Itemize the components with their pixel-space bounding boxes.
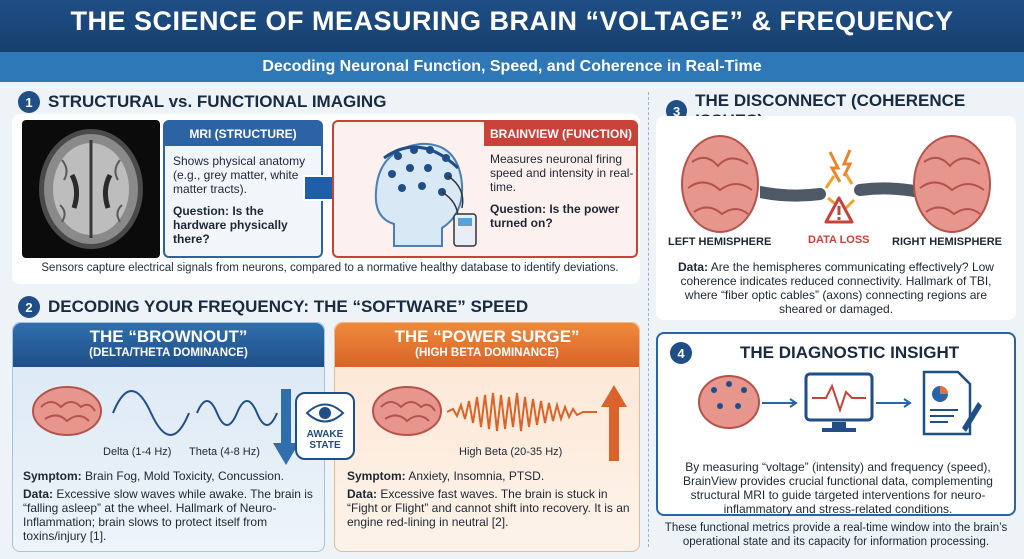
mri-card-question: Question: Is the hardware physically the… [173, 204, 288, 246]
high-beta-label: High Beta (20-35 Hz) [459, 446, 563, 458]
mri-card-desc: Shows physical anatomy (e.g., grey matte… [173, 154, 306, 196]
mri-card: MRI (STRUCTURE) Shows physical anatomy (… [163, 120, 323, 258]
page-subtitle: Decoding Neuronal Function, Speed, and C… [262, 58, 762, 75]
surge-symptom-label: Symptom: [347, 469, 406, 483]
right-hemisphere-label: RIGHT HEMISPHERE [892, 236, 1003, 248]
brainview-card-title: BRAINVIEW (FUNCTION) [484, 122, 638, 146]
surge-title: THE “POWER SURGE” [394, 327, 580, 346]
section4-heading: 4 THE DIAGNOSTIC INSIGHT [670, 342, 959, 364]
section2-title: DECODING YOUR FREQUENCY: THE “SOFTWARE” … [48, 297, 529, 316]
monitor-icon [804, 372, 874, 432]
arrow-icon [762, 398, 798, 408]
column-divider [648, 92, 649, 547]
section4-number: 4 [670, 342, 692, 364]
brownout-title: THE “BROWNOUT” [89, 327, 248, 346]
brain-icon [372, 386, 442, 436]
section1-number: 1 [18, 91, 40, 113]
data-loss-label: DATA LOSS [808, 234, 870, 246]
slow-wave-graphic [112, 390, 278, 436]
brownout-data-label: Data: [23, 487, 54, 501]
surge-data-label: Data: [347, 487, 378, 501]
surge-subtitle: (HIGH BETA DOMINANCE) [415, 347, 559, 359]
section1-heading: 1 STRUCTURAL vs. FUNCTIONAL IMAGING [18, 91, 386, 113]
eye-icon [305, 403, 345, 423]
brain-sensors-icon [698, 375, 760, 429]
up-arrow-icon [601, 385, 627, 461]
section3-data: Are the hemispheres communicating effect… [680, 260, 994, 316]
brownout-panel: THE “BROWNOUT” (DELTA/THETA DOMINANCE) D… [12, 322, 325, 552]
brownout-subtitle: (DELTA/THETA DOMINANCE) [89, 347, 248, 359]
section2-heading: 2 DECODING YOUR FREQUENCY: THE “SOFTWARE… [18, 296, 528, 318]
section1-footnote: Sensors capture electrical signals from … [41, 262, 619, 274]
brownout-data: Excessive slow waves while awake. The br… [23, 487, 313, 543]
closing-statement: These functional metrics provide a real-… [664, 522, 1008, 548]
section4-body: By measuring “voltage” (intensity) and f… [683, 460, 993, 516]
warning-icon [824, 196, 854, 224]
brainview-card: BRAINVIEW (FUNCTION) Measures neuronal f… [332, 120, 638, 258]
report-document-icon [922, 370, 982, 436]
arrow-icon [876, 398, 912, 408]
theta-label: Theta (4-8 Hz) [189, 446, 260, 458]
section3-panel: LEFT HEMISPHERE DATA LOSS RIGHT HEMISPHE… [656, 116, 1016, 320]
header-banner: THE SCIENCE OF MEASURING BRAIN “VOLTAGE”… [0, 0, 1024, 52]
mri-card-title: MRI (STRUCTURE) [165, 122, 321, 146]
mri-scan-image [22, 120, 160, 258]
left-hemisphere-icon [681, 135, 759, 233]
surge-symptom: Anxiety, Insomnia, PTSD. [408, 469, 545, 483]
mri-brain-icon [39, 129, 143, 249]
surge-data: Excessive fast waves. The brain is stuck… [347, 487, 630, 529]
brainview-card-question: Question: Is the power turned on? [490, 202, 620, 230]
right-hemisphere-icon [913, 135, 991, 233]
state-label: STATE [309, 440, 341, 451]
delta-label: Delta (1-4 Hz) [103, 446, 172, 458]
brownout-symptom: Brain Fog, Mold Toxicity, Concussion. [85, 469, 284, 483]
awake-state-badge: AWAKE STATE [295, 392, 355, 460]
left-hemisphere-label: LEFT HEMISPHERE [668, 236, 772, 248]
section3-data-label: Data: [678, 260, 709, 274]
section2-number: 2 [18, 296, 40, 318]
section1-title: STRUCTURAL vs. FUNCTIONAL IMAGING [48, 92, 387, 111]
awake-label: AWAKE [306, 429, 344, 440]
brainview-card-desc: Measures neuronal firing speed and inten… [490, 152, 634, 194]
fast-wave-graphic [447, 392, 597, 432]
section4-title: THE DIAGNOSTIC INSIGHT [740, 343, 960, 362]
down-arrow-icon [273, 389, 299, 465]
brownout-symptom-label: Symptom: [23, 469, 82, 483]
section4-panel: 4 THE DIAGNOSTIC INSIGHT By measuring “v… [656, 332, 1016, 516]
eeg-head-icon [374, 142, 477, 247]
subtitle-banner: Decoding Neuronal Function, Speed, and C… [0, 52, 1024, 82]
page-title: THE SCIENCE OF MEASURING BRAIN “VOLTAGE”… [70, 6, 954, 36]
surge-panel: THE “POWER SURGE” (HIGH BETA DOMINANCE) … [334, 322, 640, 552]
brain-icon [32, 386, 102, 436]
